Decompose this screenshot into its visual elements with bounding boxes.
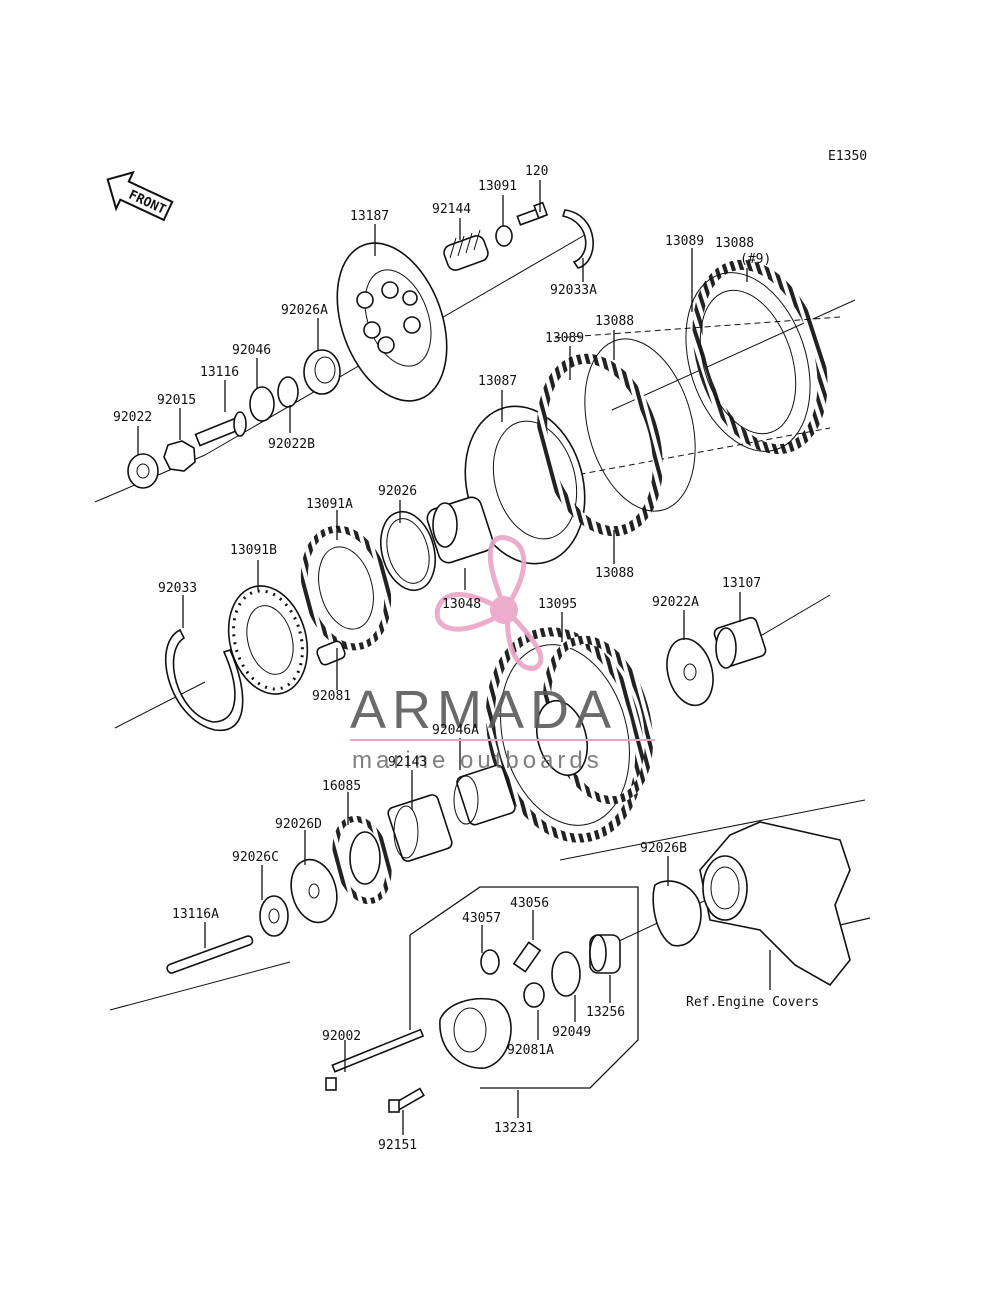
front-arrow-icon: FRONT — [106, 170, 174, 222]
label-92046: 92046 — [232, 343, 271, 358]
ref-engine-covers-note: Ref.Engine Covers — [686, 995, 819, 1010]
label-13116: 13116 — [200, 365, 239, 380]
label-92022B: 92022B — [268, 437, 315, 452]
label-13116A: 13116A — [172, 907, 219, 922]
label-13088-qty: (#9) — [740, 252, 771, 267]
primary-gear — [485, 627, 653, 843]
label-92049: 92049 — [552, 1025, 591, 1040]
label-92081A: 92081A — [507, 1043, 554, 1058]
label-13088-upper: 13088 — [715, 236, 754, 251]
label-13091A: 13091A — [306, 497, 353, 512]
label-92026C: 92026C — [232, 850, 279, 865]
label-13095: 13095 — [538, 597, 577, 612]
label-92002: 92002 — [322, 1029, 361, 1044]
clutch-plates-upper — [554, 259, 841, 479]
engine-cover — [699, 821, 871, 987]
label-92022: 92022 — [113, 410, 152, 425]
label-92081: 92081 — [312, 689, 351, 704]
diagram-code: E1350 — [828, 149, 867, 164]
part-labels: E1350 120 13091 92144 13187 92033A 13088… — [113, 149, 867, 1153]
label-92026B: 92026B — [640, 841, 687, 856]
lower-left-parts — [166, 764, 516, 974]
label-92151: 92151 — [378, 1138, 417, 1153]
label-13088-mid: 13088 — [595, 314, 634, 329]
label-120: 120 — [525, 164, 548, 179]
label-13187: 13187 — [350, 209, 389, 224]
label-92046A: 92046A — [432, 723, 479, 738]
label-13089-mid: 13089 — [545, 331, 584, 346]
label-92026A: 92026A — [281, 303, 328, 318]
upper-small-parts — [127, 201, 594, 489]
label-43057: 43057 — [462, 911, 501, 926]
label-13231: 13231 — [494, 1121, 533, 1136]
label-92022A: 92022A — [652, 595, 699, 610]
label-92015: 92015 — [157, 393, 196, 408]
armada-watermark: ARMADA marine outboards — [350, 535, 655, 774]
propeller-logo-icon — [434, 535, 544, 671]
label-92026D: 92026D — [275, 817, 322, 832]
watermark-tagline: marine outboards — [352, 747, 603, 774]
label-92144: 92144 — [432, 202, 471, 217]
label-13091: 13091 — [478, 179, 517, 194]
right-side-parts — [666, 616, 767, 707]
label-13089-upper: 13089 — [665, 234, 704, 249]
label-16085: 16085 — [322, 779, 361, 794]
inner-hub — [380, 496, 494, 592]
label-92143: 92143 — [388, 755, 427, 770]
watermark-brand: ARMADA — [350, 680, 617, 740]
pressure-plate — [336, 242, 448, 402]
label-43056: 43056 — [510, 896, 549, 911]
lifter-plates — [164, 525, 392, 732]
label-13091B: 13091B — [230, 543, 277, 558]
oil-pump-group — [325, 880, 702, 1113]
label-13048: 13048 — [442, 597, 481, 612]
label-92026: 92026 — [378, 484, 417, 499]
label-13107: 13107 — [722, 576, 761, 591]
leader-lines — [137, 180, 771, 1135]
label-92033: 92033 — [158, 581, 197, 596]
label-13088-lower: 13088 — [595, 566, 634, 581]
label-13087: 13087 — [478, 374, 517, 389]
label-13256: 13256 — [586, 1005, 625, 1020]
label-92033A: 92033A — [550, 283, 597, 298]
